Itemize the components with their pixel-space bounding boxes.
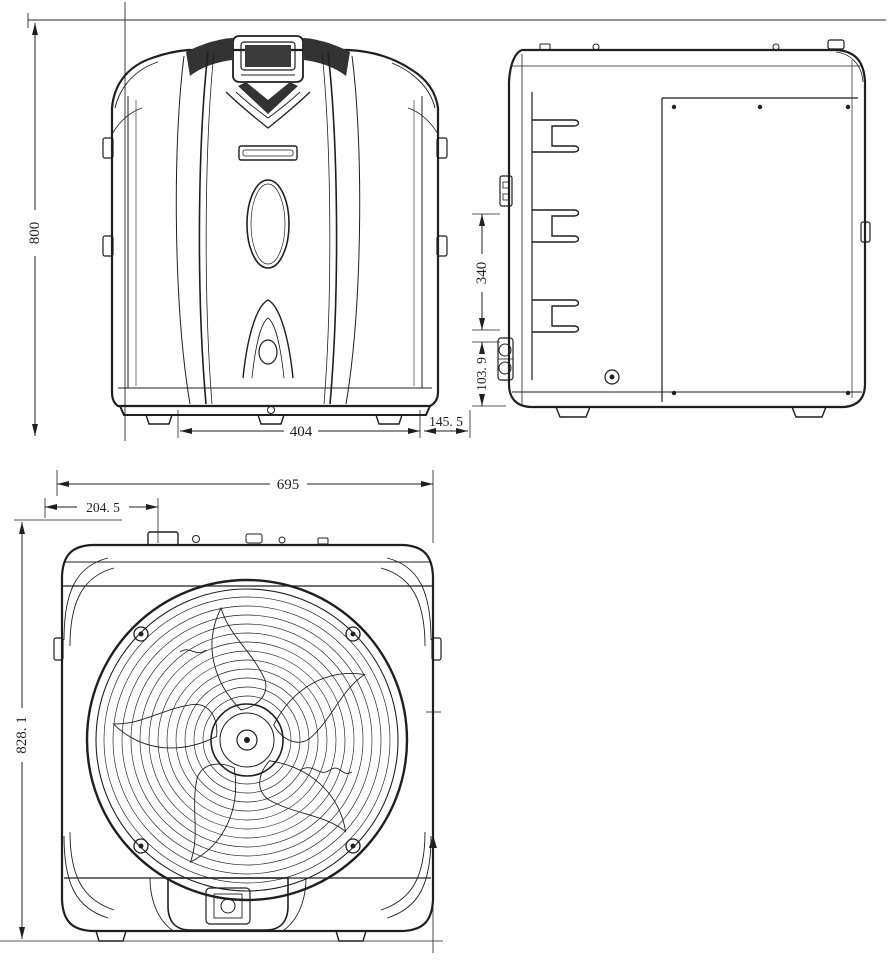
side-left-fitting [499,175,513,207]
dim-label-side-bottom: 103. 9 [474,357,489,391]
fan-right-clip [431,637,442,661]
side-top-screw-right [772,43,780,51]
dim-side-middle: 340 [472,213,500,331]
front-arch [242,299,294,379]
side-right-clip [860,221,871,243]
front-view-drawing [102,35,448,425]
fan-blades [112,606,366,864]
fan-foot-left [95,930,127,942]
dim-side-bottom: 103. 9 [472,341,506,407]
front-drain [267,406,275,414]
cap-wedge-left [186,38,233,76]
dim-front-height: 800 [27,23,43,436]
fan-foot-right [335,930,367,942]
guard-screw [133,838,149,854]
dim-fan-top-width: 695 [56,470,434,543]
display-screen [245,45,291,67]
cap-chevron [238,82,298,114]
fan-hub [210,703,284,777]
panel-screw [757,104,763,110]
fan-guard-grille [103,596,391,884]
fan-guard [85,578,409,902]
front-right-clip-bottom [436,235,448,257]
fan-top-box [147,531,179,546]
guard-screw [345,838,361,854]
panel-screw [671,104,677,110]
fan-view-drawing [53,531,442,942]
dim-label-fan-top-left: 204. 5 [86,500,120,515]
front-oval-emblem [246,179,290,269]
front-base [118,405,432,416]
corner-wings [63,557,432,919]
front-vent-slot [238,145,298,161]
panel-screw [845,390,851,396]
drain-plug [604,369,620,385]
dim-fan-top-left: 204. 5 [44,498,159,543]
dim-label-front-bottom-width: 404 [290,424,313,440]
wiring-line [179,649,207,654]
dim-front-bottom-width: 404 145. 5 [177,410,471,440]
panel-screw [845,104,851,110]
dim-arrow-mark [429,835,437,848]
guard-screw [133,626,149,642]
front-foot-left [145,414,173,425]
pump-housing [149,877,307,931]
front-left-clip-top [102,137,114,159]
front-foot-right [375,414,403,425]
dim-fan-left-height: 828. 1 [0,519,443,942]
side-foot-left [554,406,592,418]
dim-label-fan-top-width: 695 [277,477,300,493]
dim-fan-right-unlabeled [426,711,441,953]
cap-wedge-right [303,38,350,76]
fan-left-clip [53,637,64,661]
side-foot-right [790,406,828,418]
wiring-line [299,767,353,774]
construction-lines [27,2,886,441]
front-right-clip-top [436,137,448,159]
front-foot-middle [257,414,285,425]
guard-screw [345,626,361,642]
side-top-screw-left [592,43,600,51]
dim-label-side-middle: 340 [474,262,490,285]
front-left-clip-bottom [102,235,114,257]
dim-label-fan-left-height: 828. 1 [14,716,30,754]
panel-screw [671,390,677,396]
side-top-handle [827,39,845,50]
cable-hooks [531,92,580,380]
dim-label-front-bottom-right: 145. 5 [429,414,463,429]
side-valve [497,337,514,381]
dim-label-front-height: 800 [27,222,43,245]
side-view-drawing [497,39,871,418]
